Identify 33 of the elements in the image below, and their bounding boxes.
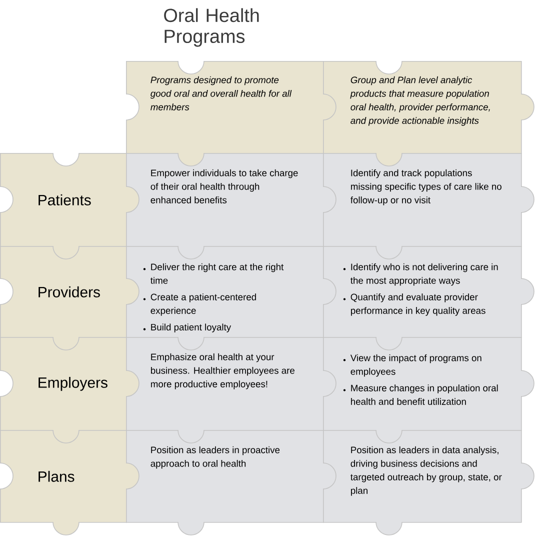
puzzle-piece <box>323 337 522 431</box>
cell-text: Position as leaders in proactive approach to oral health <box>150 446 280 469</box>
puzzle-piece <box>126 337 324 431</box>
bullet-item: View the impact of programs on employees <box>350 354 482 377</box>
bullet-item: Deliver the right care at the right time <box>150 263 284 284</box>
cell-text: Identify and track populations missing specific types of care like no follow-up or no visit <box>350 169 502 206</box>
puzzle-piece <box>0 337 127 431</box>
cell-text: Empower individuals to take charge of their oral health through enhanced benefits <box>150 169 298 204</box>
bullet-item: Identify who is not delivering care in the most appropriate ways <box>350 263 498 286</box>
puzzle-piece <box>0 246 127 338</box>
column-description: Programs designed to promote good oral and overall health for all members <box>150 76 292 110</box>
column-description: Group and Plan level analytic products that measure population oral health, provider performance, and provide actionable insights <box>350 76 490 126</box>
puzzle-piece <box>0 430 127 523</box>
header-piece <box>126 61 324 154</box>
puzzle-piece <box>0 153 127 247</box>
row-label: Plans <box>38 470 74 482</box>
bullet-item: Quantify and evaluate provider performance in key quality areas <box>350 294 486 316</box>
puzzle-piece <box>323 153 522 247</box>
row-label: Employers <box>38 376 108 391</box>
puzzle-piece <box>126 153 324 247</box>
puzzle-piece <box>323 246 522 338</box>
puzzle-piece <box>126 246 324 338</box>
puzzle-piece <box>126 430 324 523</box>
title: Oral Health Programs <box>164 8 259 47</box>
header-piece <box>323 61 522 154</box>
bullet-item: Measure changes in population oral health and benefit utilization <box>351 384 498 405</box>
row-label: Patients <box>38 194 91 206</box>
cell-text: Position as leaders in data analysis, driving business decisions and targeted outreach by group, state, or plan <box>350 446 502 496</box>
bullet-item: Create a patient-centered experience <box>150 294 256 316</box>
bullet-item: Build patient loyalty <box>151 324 232 332</box>
puzzle-piece <box>323 430 522 523</box>
row-label: Providers <box>38 286 100 298</box>
cell-text: Emphasize oral health at your business. Healthier employees are more productive employees! <box>151 353 294 390</box>
